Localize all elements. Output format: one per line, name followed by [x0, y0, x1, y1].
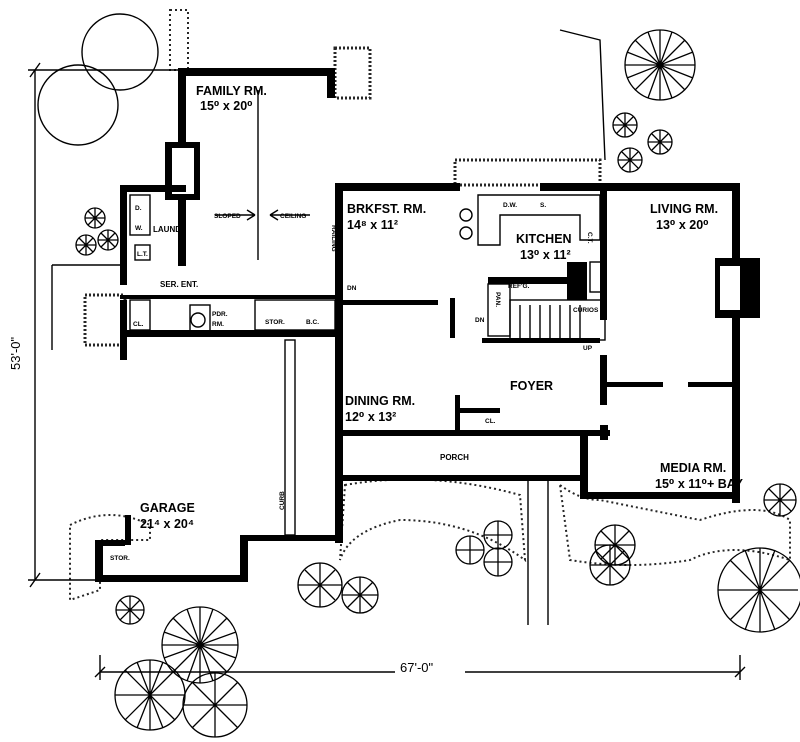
shrub-icon — [75, 29, 800, 738]
label-curb: CURB — [279, 491, 286, 510]
landscaping — [37, 9, 800, 738]
label-railing: RAILING — [330, 225, 337, 252]
label-up: UP — [583, 345, 593, 352]
room-name-dining: DINING RM. — [345, 394, 415, 408]
label-dn-stair: DN — [475, 317, 485, 324]
label-ceiling: CEILING — [280, 213, 306, 220]
kitchen-fixtures — [129, 90, 606, 536]
room-name-foyer: FOYER — [510, 379, 553, 393]
room-size-dining: 12⁰ x 13² — [345, 410, 396, 424]
room-name-laund: LAUND. — [153, 225, 183, 234]
label-washer: W. — [135, 225, 143, 232]
room-name-pdr-2: RM. — [212, 321, 224, 328]
room-name-ser-ent: SER. ENT. — [160, 280, 198, 289]
label-s: S. — [540, 202, 546, 209]
label-stor-garage: STOR. — [110, 555, 130, 562]
room-name-family: FAMILY RM. — [196, 84, 267, 98]
label-bc: B.C. — [306, 319, 319, 326]
room-size-garage: 21⁴ x 20⁴ — [140, 517, 194, 531]
label-cl-hall: CL. — [133, 321, 144, 328]
dimension-width: 67'-0" — [400, 660, 434, 675]
room-size-kitchen: 13⁰ x 11² — [520, 248, 571, 262]
tree-canopy-icon — [81, 13, 159, 91]
room-name-pdr: PDR. — [212, 311, 228, 318]
room-name-kitchen: KITCHEN — [516, 232, 572, 246]
room-name-garage: GARAGE — [140, 501, 195, 515]
label-cl-foyer: CL. — [485, 418, 496, 425]
room-name-living: LIVING RM. — [650, 202, 718, 216]
label-stor-hall: STOR. — [265, 319, 285, 326]
room-size-living: 13⁰ x 20⁰ — [656, 218, 709, 232]
label-dw: D.W. — [503, 202, 517, 209]
label-sloped: SLOPED — [214, 213, 241, 220]
walls — [95, 68, 760, 582]
label-dn-top: DN — [347, 285, 357, 292]
label-dryer: D. — [135, 205, 142, 212]
dimension-depth: 53'-0" — [8, 336, 23, 370]
room-labels: FAMILY RM. 15⁰ x 20⁰ BRKFST. RM. 14⁸ x 1… — [140, 84, 744, 531]
room-name-media: MEDIA RM. — [660, 461, 726, 475]
room-size-family: 15⁰ x 20⁰ — [200, 99, 253, 113]
room-name-porch: PORCH — [440, 453, 469, 462]
label-lt: L.T. — [137, 251, 148, 258]
room-size-media: 15⁰ x 11⁰+ BAY — [655, 477, 744, 491]
label-refg: REF'G. — [508, 283, 530, 290]
label-curios: CURIOS — [573, 307, 599, 314]
dimension-width-bg — [395, 657, 465, 677]
room-size-brkfst: 14⁸ x 11² — [347, 218, 398, 232]
planter-icon — [455, 520, 513, 577]
tree-canopy-icon — [37, 64, 119, 146]
dimension-lines — [28, 62, 746, 680]
label-ct: C.T. — [586, 232, 593, 244]
room-name-brkfst: BRKFST. RM. — [347, 202, 426, 216]
label-pantry: PAN. — [494, 292, 501, 307]
